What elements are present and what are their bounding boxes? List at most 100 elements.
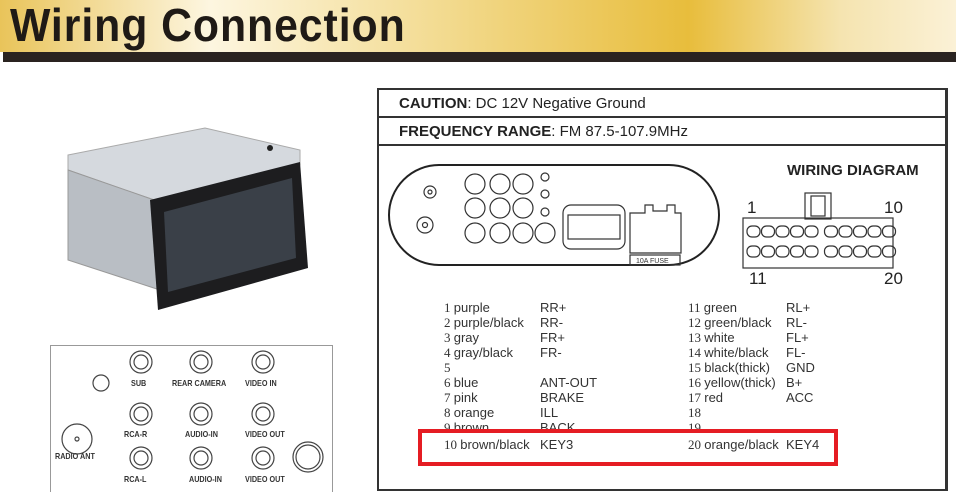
wire-color: purple bbox=[453, 300, 490, 315]
harness-pin bbox=[789, 225, 805, 238]
harness-pin bbox=[838, 225, 853, 238]
caution-label: CAUTION bbox=[399, 95, 468, 112]
harness-pin bbox=[746, 225, 761, 238]
wire-color: gray/black bbox=[453, 345, 513, 360]
harness-pin bbox=[789, 245, 805, 258]
wire-function: RR+ bbox=[540, 300, 567, 315]
wire-row: 12 green/black RL- bbox=[688, 315, 807, 331]
wire-function: FR+ bbox=[540, 330, 565, 345]
wire-color: pink bbox=[453, 390, 478, 405]
wire-color: orange bbox=[453, 405, 495, 420]
harness-pin bbox=[775, 225, 790, 238]
jack-label-rca-l: RCA-L bbox=[124, 474, 147, 484]
caution-value: : DC 12V Negative Ground bbox=[467, 95, 646, 112]
wire-color: yellow(thick) bbox=[704, 375, 776, 390]
wire-row: 15 black(thick) GND bbox=[688, 360, 815, 376]
unit-back-connector-icon: 10A FUSE bbox=[388, 164, 720, 266]
wire-color: gray bbox=[453, 330, 480, 345]
wire-number: 20 bbox=[688, 437, 701, 452]
jack-label-audio-in-1: AUDIO-IN bbox=[185, 429, 218, 439]
wire-row: 7 pink BRAKE bbox=[444, 390, 584, 406]
wire-function: FL+ bbox=[786, 330, 809, 345]
wire-function: FR- bbox=[540, 345, 562, 360]
wire-row: 16 yellow(thick) B+ bbox=[688, 375, 802, 391]
jack-label-rca-r: RCA-R bbox=[124, 429, 148, 439]
pin-label-1: 1 bbox=[747, 198, 757, 217]
pin-label-20: 20 bbox=[884, 269, 903, 288]
harness-pin bbox=[823, 225, 839, 238]
frequency-value: : FM 87.5-107.9MHz bbox=[551, 123, 688, 140]
wire-number: 7 bbox=[444, 390, 451, 405]
wire-color: white/black bbox=[704, 345, 769, 360]
wire-function: RL- bbox=[786, 315, 807, 330]
wire-row: 1 purple RR+ bbox=[444, 300, 566, 316]
pin-label-10: 10 bbox=[884, 198, 903, 217]
wire-color: white bbox=[704, 330, 735, 345]
wire-number: 10 bbox=[444, 437, 457, 452]
wire-function: KEY4 bbox=[786, 437, 820, 452]
harness-plug-icon bbox=[742, 192, 897, 269]
wire-row: 10 brown/black KEY3 bbox=[444, 437, 573, 453]
wire-number: 16 bbox=[688, 375, 701, 390]
harness-pin bbox=[775, 245, 790, 258]
frequency-label: FREQUENCY RANGE bbox=[399, 123, 552, 140]
wire-row: 5 bbox=[444, 360, 451, 376]
harness-pin bbox=[760, 245, 776, 258]
wire-function: KEY3 bbox=[540, 437, 574, 452]
jack-label-sub: SUB bbox=[131, 378, 147, 388]
wire-color: green/black bbox=[704, 315, 772, 330]
rear-panel-jacks-icon bbox=[61, 350, 324, 473]
page-title: Wiring Connection bbox=[10, 0, 406, 51]
wire-function: B+ bbox=[786, 375, 803, 390]
wire-function: GND bbox=[786, 360, 815, 375]
wire-number: 2 bbox=[444, 315, 451, 330]
wire-function: ANT-OUT bbox=[540, 375, 598, 390]
harness-pin bbox=[823, 245, 839, 258]
wire-number: 12 bbox=[688, 315, 701, 330]
wire-function: ACC bbox=[786, 390, 814, 405]
wire-color: orange/black bbox=[704, 437, 779, 452]
wiring-spec-box: CAUTION: DC 12V Negative Ground FREQUENC… bbox=[377, 88, 948, 491]
wire-number: 1 bbox=[444, 300, 451, 315]
wire-number: 11 bbox=[688, 300, 701, 315]
harness-pin bbox=[867, 245, 882, 258]
wire-row: 18 bbox=[688, 405, 701, 421]
wire-color: green bbox=[703, 300, 738, 315]
wire-number: 9 bbox=[444, 420, 451, 435]
head-unit-image bbox=[67, 127, 308, 310]
harness-pin bbox=[881, 245, 897, 258]
jack-label-rear-camera: REAR CAMERA bbox=[172, 378, 227, 388]
header-divider bbox=[3, 52, 956, 62]
harness-pin bbox=[746, 245, 761, 258]
wire-row: 4 gray/black FR- bbox=[444, 345, 562, 361]
wire-color: brown/black bbox=[460, 437, 530, 452]
wire-function: ILL bbox=[540, 405, 559, 420]
wire-number: 15 bbox=[688, 360, 701, 375]
jack-label-video-out-1: VIDEO OUT bbox=[245, 429, 285, 439]
harness-pin bbox=[852, 245, 868, 258]
wire-number: 6 bbox=[444, 375, 451, 390]
wire-row: 8 orange ILL bbox=[444, 405, 558, 421]
fuse-label: 10A FUSE bbox=[636, 258, 669, 265]
wire-number: 18 bbox=[688, 405, 701, 420]
rear-panel-diagram: SUB REAR CAMERA VIDEO IN RCA-R AUDIO-IN … bbox=[50, 345, 333, 492]
jack-label-radio-ant: RADIO ANT bbox=[55, 451, 95, 461]
harness-pin bbox=[804, 225, 819, 238]
wire-number: 8 bbox=[444, 405, 451, 420]
frequency-row: FREQUENCY RANGE: FM 87.5-107.9MHz bbox=[379, 118, 945, 146]
wire-color: purple/black bbox=[453, 315, 524, 330]
harness-pin bbox=[804, 245, 819, 258]
header-band: Wiring Connection bbox=[0, 0, 956, 52]
jack-label-audio-in-2: AUDIO-IN bbox=[189, 474, 222, 484]
jack-label-video-in: VIDEO IN bbox=[245, 378, 277, 388]
wiring-diagram-title: WIRING DIAGRAM bbox=[787, 162, 919, 179]
wire-number: 4 bbox=[444, 345, 451, 360]
highlight-box bbox=[418, 429, 838, 466]
wire-function: BRAKE bbox=[540, 390, 585, 405]
wire-color: black(thick) bbox=[704, 360, 770, 375]
